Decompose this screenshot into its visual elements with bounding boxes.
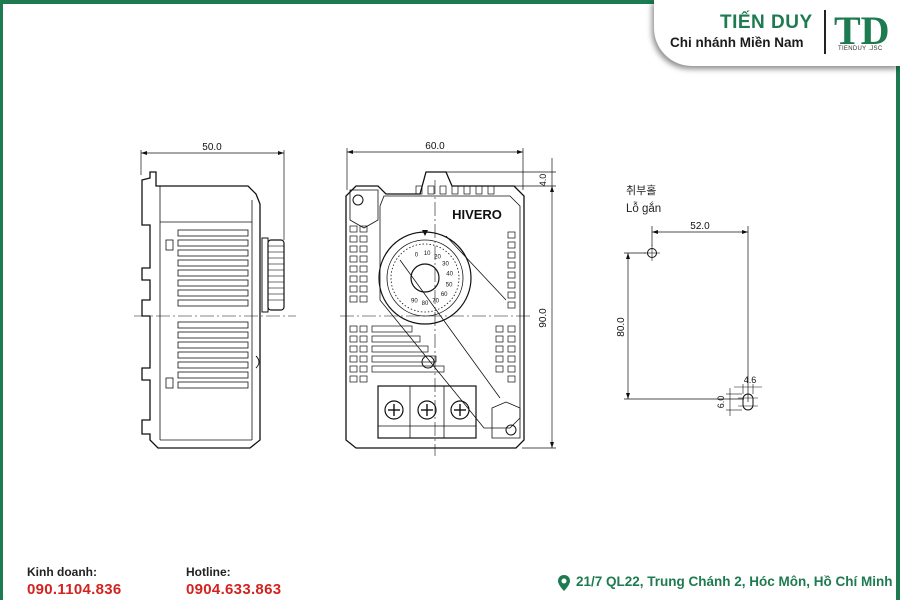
dial-number: 90 (411, 299, 418, 305)
sales-label: Kinh doanh: (27, 565, 97, 579)
dial-number: 50 (446, 283, 453, 289)
hole-diameter-dimension: 4.6 (744, 375, 757, 385)
dial-number: 30 (442, 262, 449, 268)
logo-letters: TD (834, 8, 890, 53)
lower-mount-slot (742, 393, 754, 411)
mounting-hole-diagram: 취부홀 Lỗ gắn 52.0 80.0 4.6 6.0 (616, 184, 762, 416)
side-view: 50.0 (134, 142, 296, 449)
front-height-dimension: 90.0 (538, 308, 549, 328)
device-brand-label: HIVERO (452, 207, 502, 222)
frame-left-border (0, 0, 3, 600)
frame-top-border (0, 0, 900, 4)
dial-number: 10 (424, 251, 431, 257)
brand-logo-icon: TD (834, 8, 890, 53)
vent-grid-right (495, 231, 516, 383)
dial-number: 40 (446, 272, 453, 278)
hole-spacing-y-dimension: 80.0 (616, 317, 627, 337)
front-width-dimension: 60.0 (425, 141, 445, 152)
side-width-dimension: 50.0 (202, 142, 222, 153)
front-view: 60.0 90.0 4.0 HIVERO (340, 141, 556, 456)
vent-grid-left (349, 225, 368, 383)
sales-phone[interactable]: 090.1104.836 (27, 581, 122, 598)
dial-number: 80 (422, 301, 429, 307)
hole-spacing-x-dimension: 52.0 (690, 221, 710, 232)
hotline-phone[interactable]: 0904.633.863 (186, 581, 282, 598)
dial-number: 70 (432, 299, 439, 305)
hole-slot-dimension: 6.0 (716, 396, 726, 409)
brand-separator (824, 10, 826, 54)
brand-header: TIẾN DUY Chi nhánh Miền Nam TD TIENDUY .… (654, 0, 900, 66)
brand-logo-caption: TIENDUY .JSC (838, 46, 883, 52)
brand-branch: Chi nhánh Miền Nam (670, 35, 804, 50)
dial-number: 0 (415, 253, 419, 259)
location-pin-icon (558, 575, 570, 591)
hole-label-vn: Lỗ gắn (626, 202, 661, 215)
hole-label-korean: 취부홀 (626, 184, 656, 197)
brand-name: TIẾN DUY (720, 12, 813, 33)
hotline-label: Hotline: (186, 565, 231, 579)
address-text: 21/7 QL22, Trung Chánh 2, Hóc Môn, Hồ Ch… (576, 574, 893, 589)
top-offset-dimension: 4.0 (538, 174, 548, 187)
terminal-block (377, 385, 477, 439)
dial-number: 60 (441, 292, 448, 298)
frame-right-border (896, 0, 900, 600)
dial-number: 20 (434, 254, 441, 260)
